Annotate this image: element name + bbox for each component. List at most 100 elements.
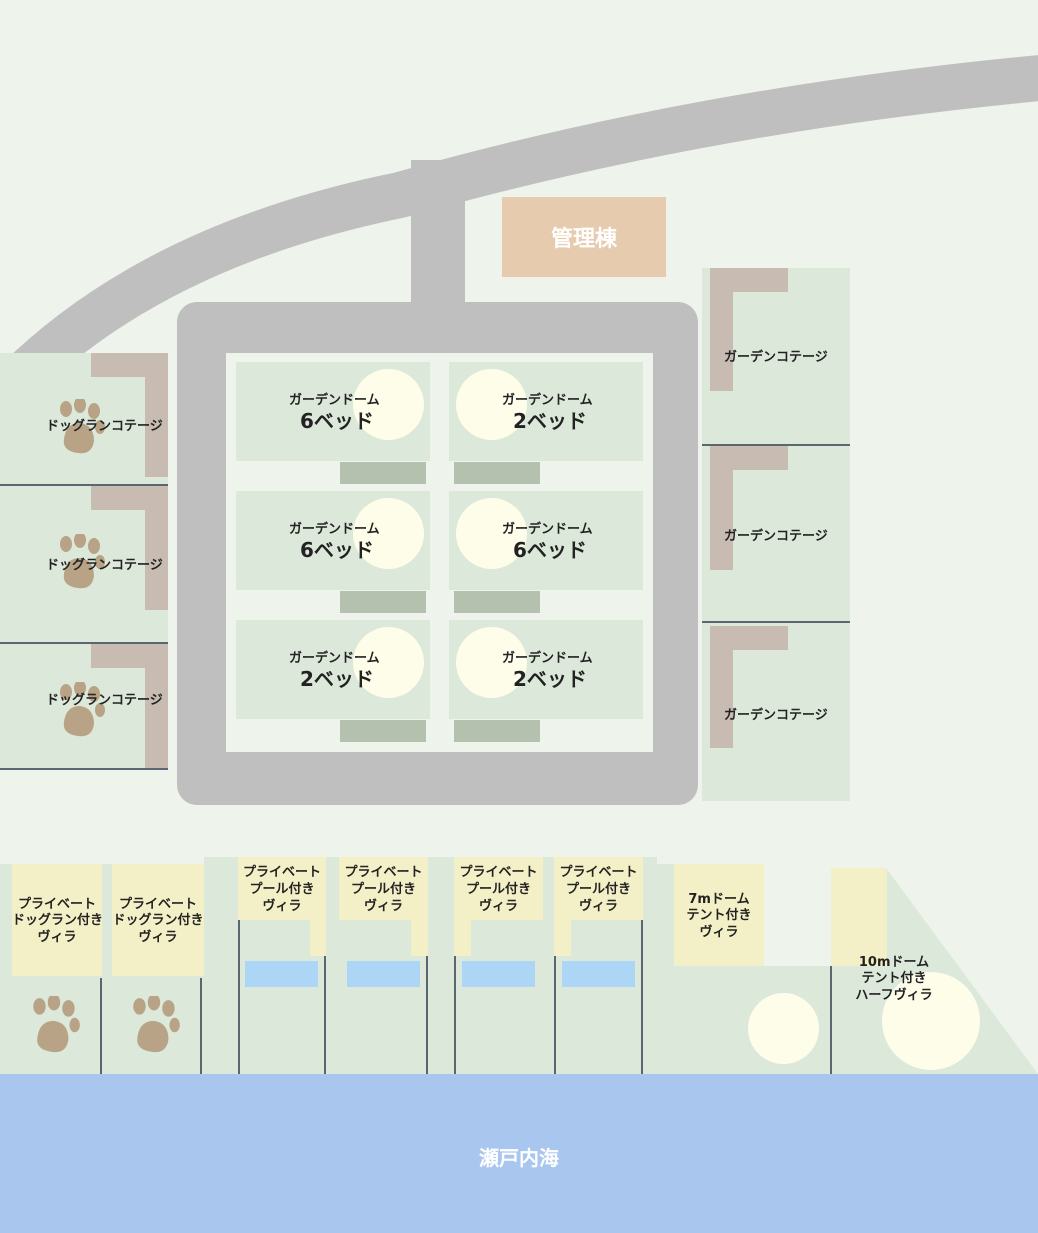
- half-villa-sign[interactable]: [831, 868, 887, 966]
- pool-villa-label-1: プライベート: [459, 865, 538, 880]
- villa-divider: [554, 956, 556, 1074]
- dome-name: ガーデンドーム: [502, 651, 593, 666]
- garden-cottage-3[interactable]: ガーデンコテージ: [702, 623, 850, 801]
- dome-deck: [340, 462, 426, 484]
- half-villa-label-1: 10mドーム: [858, 955, 930, 970]
- tent-villa-label-2: テント付き: [686, 908, 752, 923]
- garden-dome-3[interactable]: ガーデンドーム 6ベッド: [236, 491, 430, 590]
- pool-villa-3-wall: [454, 920, 471, 956]
- dome-shape: [353, 369, 424, 440]
- garden-cottage-1[interactable]: ガーデンコテージ: [702, 268, 850, 444]
- garden-dome-1[interactable]: ガーデンドーム 6ベッド: [236, 362, 430, 461]
- dog-villa-2-sign[interactable]: プライベート ドッグラン付き ヴィラ: [112, 864, 204, 976]
- pool-villa-label-1: プライベート: [559, 865, 638, 880]
- cottage-wall: [145, 644, 168, 768]
- dome-shape: [353, 627, 424, 698]
- pool: [245, 961, 318, 987]
- dome-name: ガーデンドーム: [289, 651, 380, 666]
- dog-villa-label-3: ヴィラ: [37, 930, 77, 945]
- dog-villa-label-3: ヴィラ: [138, 930, 178, 945]
- pool-villa-3-sign[interactable]: プライベート プール付き ヴィラ: [454, 857, 543, 920]
- pool-villa-label-2: プール付き: [249, 882, 315, 897]
- dome-name: ガーデンドーム: [502, 393, 593, 408]
- tent-villa-label-1: 7mドーム: [688, 892, 750, 907]
- plot-divider: [702, 444, 850, 446]
- plot-divider: [0, 768, 168, 770]
- villa-divider: [100, 978, 102, 1074]
- dog-villa-label-2: ドッグラン付き: [12, 913, 104, 928]
- garden-dome-2[interactable]: ガーデンドーム 2ベッド: [449, 362, 643, 461]
- dome-deck: [454, 720, 540, 742]
- dome-shape: [456, 369, 527, 440]
- dome-deck: [340, 591, 426, 613]
- pool: [347, 961, 420, 987]
- sea-label: 瀬戸内海: [479, 1146, 559, 1170]
- garden-cottage-label: ガーデンコテージ: [724, 350, 828, 365]
- garden-dome-4[interactable]: ガーデンドーム 6ベッド: [449, 491, 643, 590]
- plot-divider: [702, 621, 850, 623]
- pool-villa-4-sign[interactable]: プライベート プール付き ヴィラ: [554, 857, 643, 920]
- garden-cottage-2[interactable]: ガーデンコテージ: [702, 446, 850, 621]
- villa-divider: [324, 956, 326, 1074]
- pool: [562, 961, 635, 987]
- pool-villa-1-wall: [310, 920, 326, 956]
- dog-villa-label-1: プライベート: [17, 897, 96, 912]
- dog-cottage-label: ドッグランコテージ: [46, 558, 163, 573]
- pool-villa-label-2: プール付き: [565, 882, 631, 897]
- dome-beds: 6ベッド: [300, 409, 374, 433]
- pool-villa-1-sign[interactable]: プライベート プール付き ヴィラ: [238, 857, 326, 920]
- villa-divider: [426, 956, 428, 1074]
- garden-dome-6[interactable]: ガーデンドーム 2ベッド: [449, 620, 643, 719]
- dog-cottage-2[interactable]: ドッグランコテージ: [0, 486, 168, 642]
- dog-cottage-label: ドッグランコテージ: [46, 693, 163, 708]
- pool-villa-label-1: プライベート: [242, 865, 321, 880]
- half-villa-label-3: ハーフヴィラ: [855, 988, 933, 1003]
- dome-deck: [454, 591, 540, 613]
- pool-villa-4-wall: [554, 920, 571, 956]
- pool-villa-label-2: プール付き: [465, 882, 531, 897]
- sea-area: 瀬戸内海: [0, 1074, 1038, 1233]
- garden-dome-5[interactable]: ガーデンドーム 2ベッド: [236, 620, 430, 719]
- dog-cottage-1[interactable]: ドッグランコテージ: [0, 353, 168, 485]
- dome-name: ガーデンドーム: [289, 393, 380, 408]
- paw-icon: [33, 996, 80, 1053]
- tent-villa-label-3: ヴィラ: [699, 925, 739, 940]
- access-road: [411, 160, 465, 320]
- dog-cottage-label: ドッグランコテージ: [46, 419, 163, 434]
- dome-shape: [353, 498, 424, 569]
- tent-villa-sign[interactable]: 7mドーム テント付き ヴィラ: [674, 864, 764, 966]
- dome-beds: 2ベッド: [513, 409, 587, 433]
- dome-beds: 6ベッド: [300, 538, 374, 562]
- garden-cottage-label: ガーデンコテージ: [724, 529, 828, 544]
- office-building[interactable]: 管理棟: [502, 197, 666, 277]
- paw-icon: [60, 682, 105, 737]
- dome-name: ガーデンドーム: [502, 522, 593, 537]
- pool-villa-label-3: ヴィラ: [262, 899, 302, 914]
- pool-villa-label-3: ヴィラ: [478, 899, 518, 914]
- pool: [462, 961, 535, 987]
- dome-shape: [456, 498, 527, 569]
- cottage-wall: [145, 353, 168, 477]
- paw-icon: [133, 996, 180, 1053]
- dome-beds: 6ベッド: [513, 538, 587, 562]
- plot-divider: [0, 642, 168, 644]
- pool-villa-label-3: ヴィラ: [578, 899, 618, 914]
- pool-villa-2-sign[interactable]: プライベート プール付き ヴィラ: [339, 857, 428, 920]
- paw-icon: [60, 399, 105, 454]
- villa-divider: [830, 966, 832, 1074]
- pool-villa-2-wall: [411, 920, 428, 956]
- garden-cottage-label: ガーデンコテージ: [724, 708, 828, 723]
- dome-name: ガーデンドーム: [289, 522, 380, 537]
- office-label: 管理棟: [550, 227, 617, 252]
- cottage-wall: [710, 268, 733, 391]
- dog-cottage-3[interactable]: ドッグランコテージ: [0, 644, 168, 768]
- cottage-wall: [145, 486, 168, 610]
- plot-divider: [0, 484, 168, 486]
- pool-villa-label-2: プール付き: [350, 882, 416, 897]
- half-villa-dome: [882, 972, 980, 1070]
- cottage-wall: [710, 626, 733, 748]
- villa-divider: [238, 920, 240, 1074]
- dome-deck: [454, 462, 540, 484]
- dog-villa-1-sign[interactable]: プライベート ドッグラン付き ヴィラ: [12, 864, 104, 976]
